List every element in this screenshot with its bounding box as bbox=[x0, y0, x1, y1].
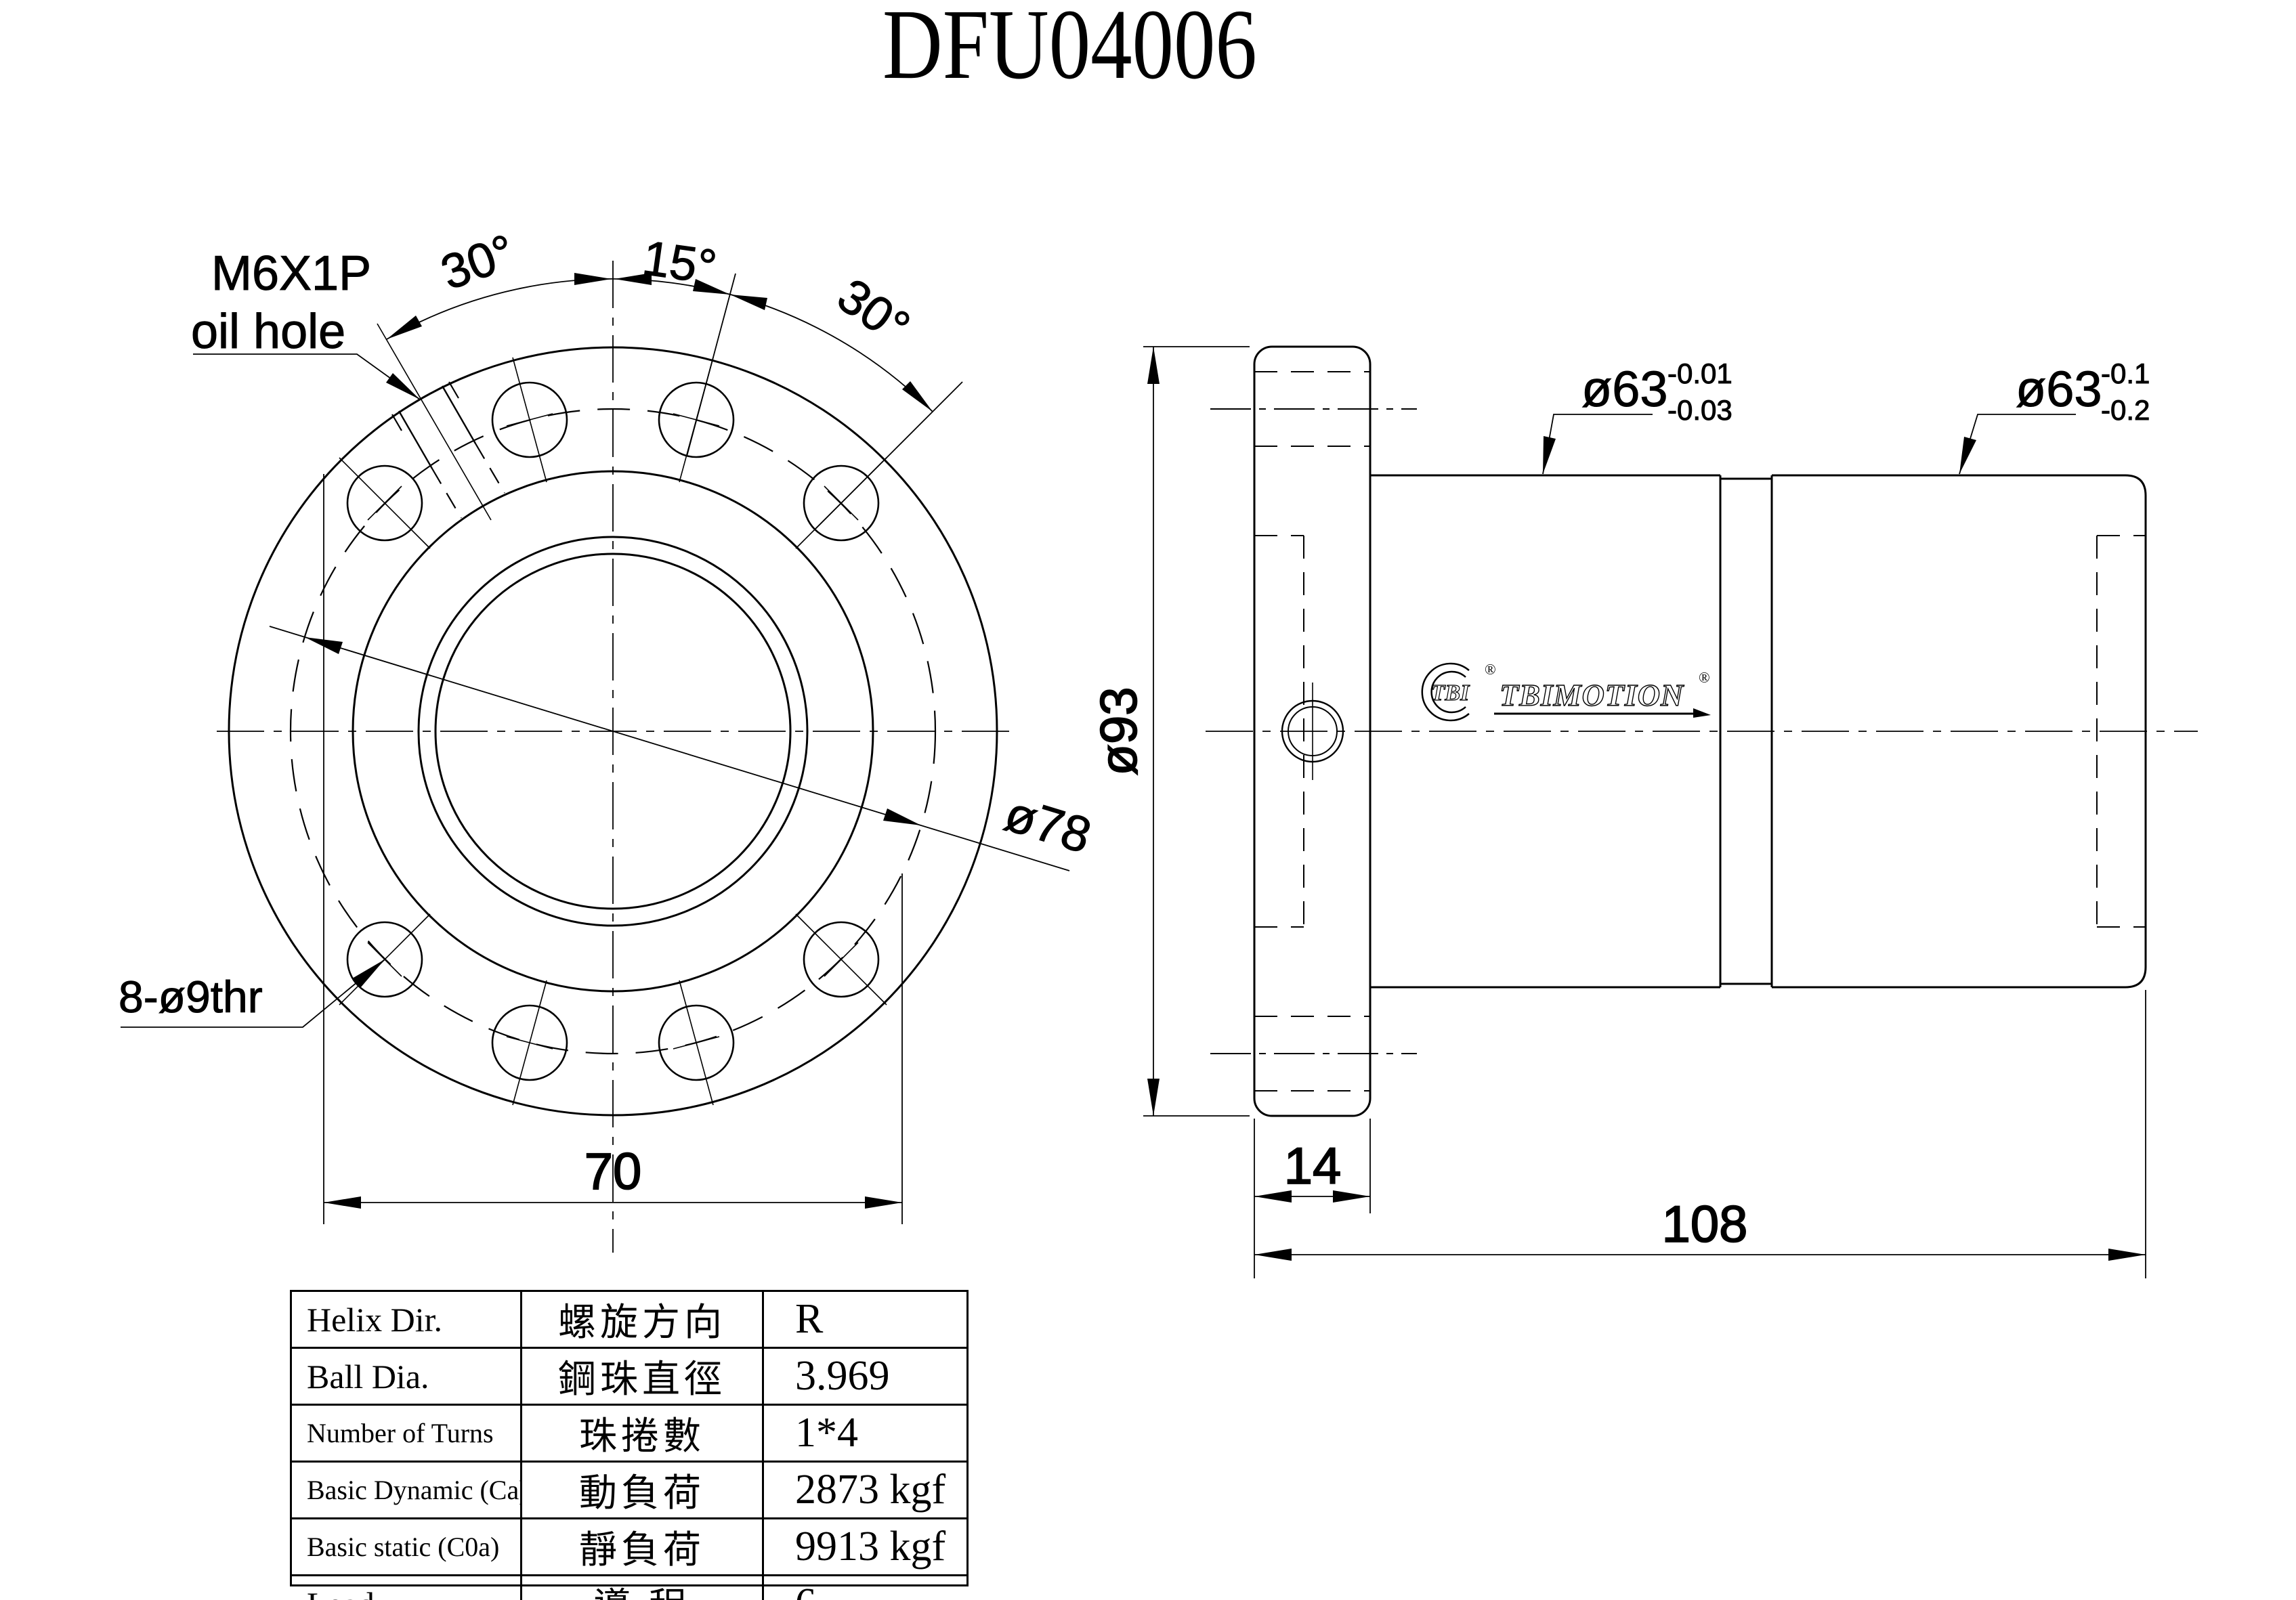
bolt-holes-label: 8-ø9thr bbox=[119, 972, 263, 1022]
oil-hole-label-line2: oil hole bbox=[191, 305, 345, 359]
row-label-zh: 導 程 bbox=[522, 1576, 764, 1600]
flange-hidden-bolt-holes bbox=[1210, 371, 1417, 1091]
row-value: 1*4 bbox=[795, 1410, 858, 1456]
page-title: DFU04006 bbox=[883, 0, 1257, 100]
flange-width-dimension: 70 bbox=[323, 474, 903, 1224]
body-dia-rear-text: ø63 bbox=[2016, 361, 2102, 417]
row-label-en: Number of Turns bbox=[292, 1406, 522, 1461]
row-label-zh: 螺旋方向 bbox=[522, 1292, 764, 1347]
row-label-en: Helix Dir. bbox=[292, 1292, 522, 1347]
bolt-circle bbox=[289, 408, 937, 1055]
rear-hidden-recess bbox=[2096, 535, 2146, 928]
body-dia-front-text: ø63 bbox=[1581, 361, 1668, 417]
bolt-holes-callout: 8-ø9thr bbox=[119, 959, 385, 1028]
row-label-en: Basic static (C0a) bbox=[292, 1519, 522, 1574]
tbimotion-logo: TBI ® TBIMOTION ® bbox=[1421, 661, 1711, 722]
bolt-holes-leader-arrow bbox=[352, 959, 385, 988]
logo-underline-arrow bbox=[1693, 708, 1711, 718]
flange-dia-text: ø93 bbox=[1090, 687, 1148, 776]
row-value: R bbox=[795, 1296, 824, 1342]
flange-width-text: 70 bbox=[584, 1143, 642, 1201]
ext-line-75deg bbox=[686, 273, 736, 457]
counterbore-circle bbox=[417, 536, 809, 927]
table-row: Number of Turns 珠捲數 1*4 bbox=[292, 1406, 966, 1463]
row-label-en: Ball Dia. bbox=[292, 1349, 522, 1404]
body-circle bbox=[352, 470, 874, 993]
oil-hole bbox=[377, 323, 505, 521]
row-label-en: Basic Dynamic (Ca) bbox=[292, 1463, 522, 1517]
bolt-circle-dim-text: ø78 bbox=[998, 785, 1097, 864]
angle-dim-arrows bbox=[387, 273, 933, 412]
oil-hole-callout: M6X1P oil hole bbox=[191, 246, 421, 400]
row-label-zh: 動負荷 bbox=[522, 1463, 764, 1517]
groove bbox=[1720, 475, 1773, 987]
side-oil-hole bbox=[1281, 683, 1344, 780]
body-dia-rear-upper-tol: -0.1 bbox=[2101, 358, 2150, 389]
logo-badge-text: TBI bbox=[1431, 680, 1470, 706]
row-label-zh: 珠捲數 bbox=[522, 1406, 764, 1461]
flange-hidden-recess bbox=[1254, 535, 1304, 928]
spec-table: Helix Dir. 螺旋方向 R Ball Dia. 鋼珠直徑 3.969 N… bbox=[290, 1290, 969, 1600]
row-label-zh: 靜負荷 bbox=[522, 1519, 764, 1574]
table-row: Lead 導 程 6 bbox=[292, 1576, 966, 1600]
bolt-holes bbox=[346, 381, 880, 1081]
row-value: 6 bbox=[764, 1576, 966, 1600]
table-row: Helix Dir. 螺旋方向 R bbox=[292, 1292, 966, 1349]
table-row: Ball Dia. 鋼珠直徑 3.969 bbox=[292, 1349, 966, 1406]
row-label-en: Lead bbox=[292, 1576, 522, 1600]
table-row: Basic static (C0a) 靜負荷 9913 kgf bbox=[292, 1519, 966, 1576]
angle-label-left: 30° bbox=[434, 224, 522, 300]
row-label-zh: 鋼珠直徑 bbox=[522, 1349, 764, 1404]
nut-body-rear bbox=[1772, 474, 2147, 989]
flange-thickness-dimension: 14 bbox=[1254, 1119, 1371, 1278]
oil-hole-centerline bbox=[377, 323, 492, 521]
angle-dimensions bbox=[386, 273, 963, 531]
body-dia-front-upper-tol: -0.01 bbox=[1667, 358, 1732, 389]
nut-body-front bbox=[1370, 474, 1722, 989]
flange-outer-circle bbox=[228, 346, 998, 1117]
table-row: Basic Dynamic (Ca) 動負荷 2873 kgf bbox=[292, 1463, 966, 1519]
flange-thickness-text: 14 bbox=[1284, 1138, 1342, 1195]
angle-dim-arc bbox=[386, 278, 933, 412]
oil-hole-label-line1: M6X1P bbox=[211, 246, 371, 301]
bore-circle bbox=[434, 553, 792, 910]
oil-hole-leader bbox=[193, 353, 421, 400]
oil-hole-leader-arrow bbox=[386, 373, 420, 399]
bolt-circle-dim-line bbox=[269, 626, 1070, 871]
flange-dia-dimension: ø93 bbox=[1090, 346, 1250, 1117]
total-length-dimension: 108 bbox=[1254, 990, 2146, 1278]
row-value: 9913 kgf bbox=[795, 1523, 946, 1570]
front-view: 30° 15° 30° M6X1P oil hole 8-ø9thr bbox=[119, 224, 1098, 1253]
bolt-circle-dimension: ø78 bbox=[269, 626, 1098, 871]
body-dia-rear-callout: ø63 -0.1 -0.2 bbox=[1959, 358, 2150, 475]
row-value: 2873 kgf bbox=[795, 1467, 946, 1513]
body-dia-rear-lower-tol: -0.2 bbox=[2101, 394, 2150, 426]
angle-label-middle: 15° bbox=[639, 231, 720, 295]
logo-c-ring-inner bbox=[1430, 670, 1466, 714]
body-dia-front-callout: ø63 -0.01 -0.03 bbox=[1542, 358, 1732, 475]
ext-line-45deg bbox=[813, 381, 963, 531]
body-dia-front-lower-tol: -0.03 bbox=[1667, 394, 1732, 426]
total-length-text: 108 bbox=[1662, 1196, 1748, 1253]
logo-brand-registered: ® bbox=[1699, 669, 1710, 686]
logo-badge-registered: ® bbox=[1485, 661, 1496, 678]
side-view: ø93 ø63 -0.01 -0.03 ø63 -0.1 -0.2 bbox=[1090, 345, 2198, 1278]
flange-outline bbox=[1253, 345, 1372, 1117]
angle-label-right: 30° bbox=[828, 268, 919, 355]
row-value: 3.969 bbox=[795, 1353, 890, 1399]
logo-brand-text: TBIMOTION bbox=[1500, 678, 1684, 712]
logo-c-ring-outer bbox=[1421, 662, 1470, 722]
